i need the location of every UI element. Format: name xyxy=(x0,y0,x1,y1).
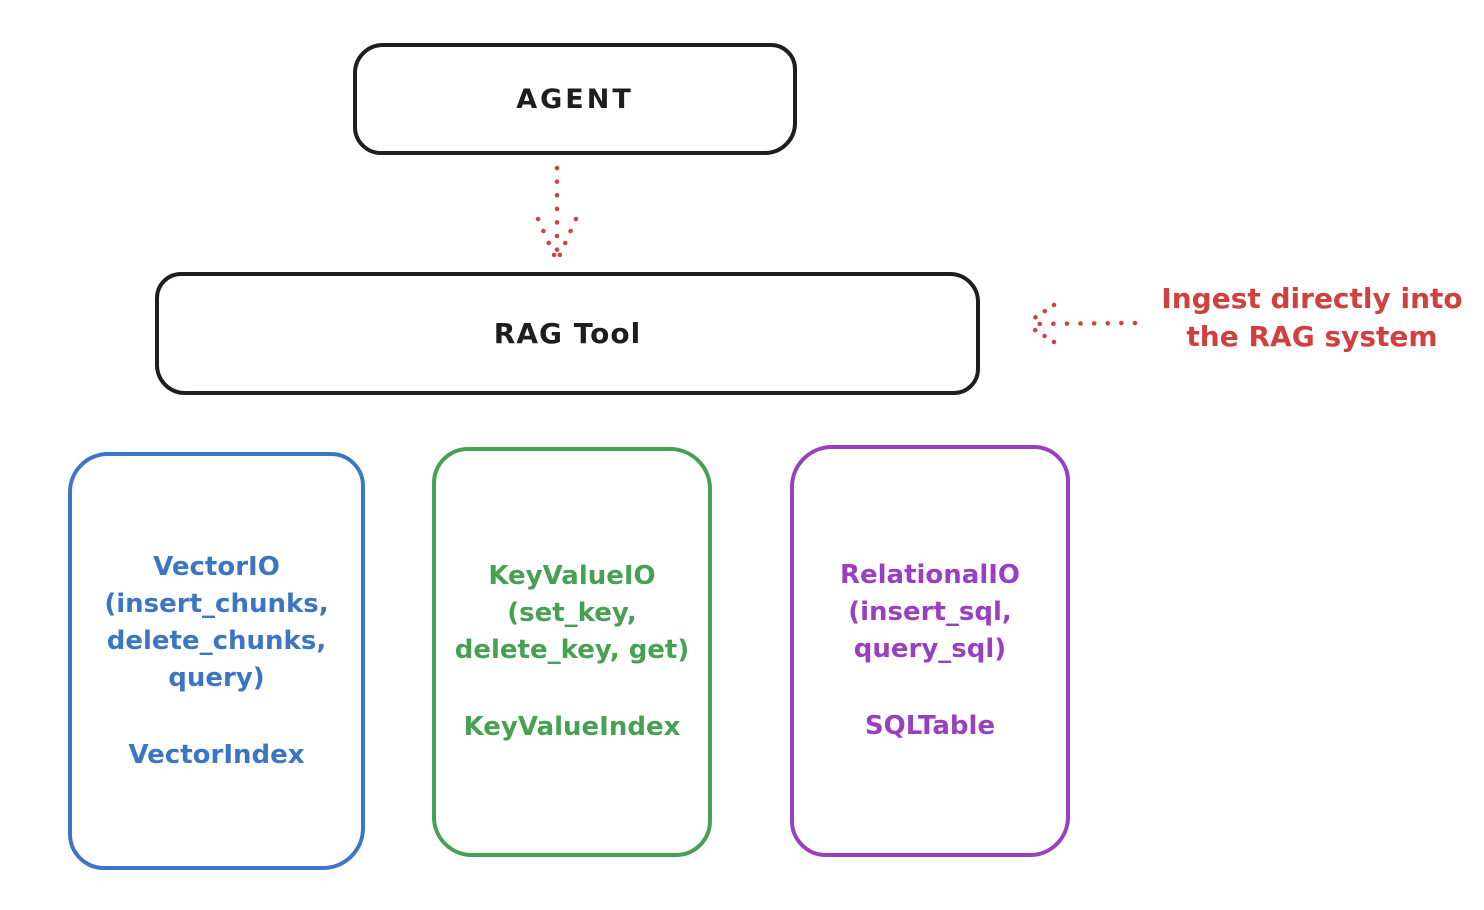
annotation-to-ragtool-arrow xyxy=(1024,302,1138,345)
vector-io-line: query) xyxy=(168,662,265,693)
keyvalue-io-line: KeyValueIO xyxy=(488,561,656,591)
sql-table-label: SQLTable xyxy=(864,711,996,741)
agent-to-ragtool-arrow xyxy=(535,165,579,262)
keyvalue-io-line: (set_key, xyxy=(507,598,637,628)
ingest-annotation-line1: Ingest directly into xyxy=(1161,282,1463,315)
vector-io-line: (insert_chunks, xyxy=(104,588,329,619)
rag-tool-node: RAG Tool xyxy=(155,272,980,395)
agent-node: AGENT xyxy=(353,43,797,155)
vector-io-line: VectorIO xyxy=(153,551,280,582)
vector-io-node: VectorIO (insert_chunks, delete_chunks, … xyxy=(68,452,365,870)
ingest-annotation: Ingest directly into the RAG system xyxy=(1140,280,1484,356)
agent-label: AGENT xyxy=(516,83,634,115)
keyvalue-index-label: KeyValueIndex xyxy=(463,712,681,742)
vector-index-label: VectorIndex xyxy=(128,739,305,770)
relational-io-line: RelationalIO xyxy=(839,560,1021,590)
keyvalue-io-node: KeyValueIO (set_key, delete_key, get) Ke… xyxy=(432,447,712,857)
relational-io-line: query_sql) xyxy=(853,634,1007,664)
ingest-annotation-line2: the RAG system xyxy=(1186,320,1438,353)
keyvalue-io-line: delete_key, get) xyxy=(454,635,690,665)
relational-io-node: RelationalIO (insert_sql, query_sql) SQL… xyxy=(790,445,1070,857)
vector-io-line: delete_chunks, xyxy=(106,625,327,656)
rag-tool-label: RAG Tool xyxy=(493,317,642,350)
relational-io-line: (insert_sql, xyxy=(848,597,1012,627)
